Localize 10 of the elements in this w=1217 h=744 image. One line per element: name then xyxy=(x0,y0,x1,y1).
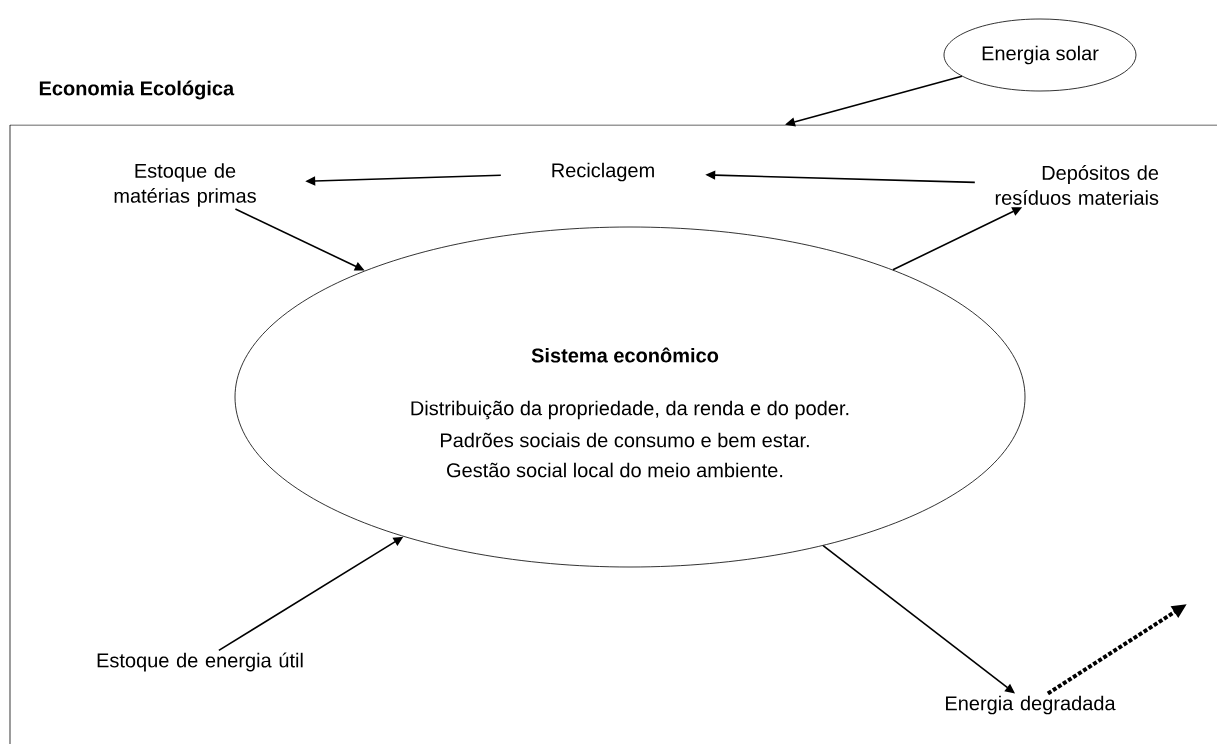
label: Reciclagem xyxy=(552,162,654,182)
label: Energia degradada xyxy=(946,695,1116,715)
text-line: Distribuição da propriedade, da renda e do poder. xyxy=(411,400,849,420)
label: Estoque de energia útil xyxy=(97,652,303,672)
heading: Economia Ecológica xyxy=(39,80,235,100)
label: Depósitos de resíduos materiais xyxy=(995,165,1159,205)
text-line: Padrões sociais de consumo e bem estar. xyxy=(441,432,809,448)
text-line: Gestão social local do meio ambiente. xyxy=(447,462,783,478)
title: Sistema econômico xyxy=(531,347,719,363)
label: Estoque de matérias primas xyxy=(114,163,256,207)
